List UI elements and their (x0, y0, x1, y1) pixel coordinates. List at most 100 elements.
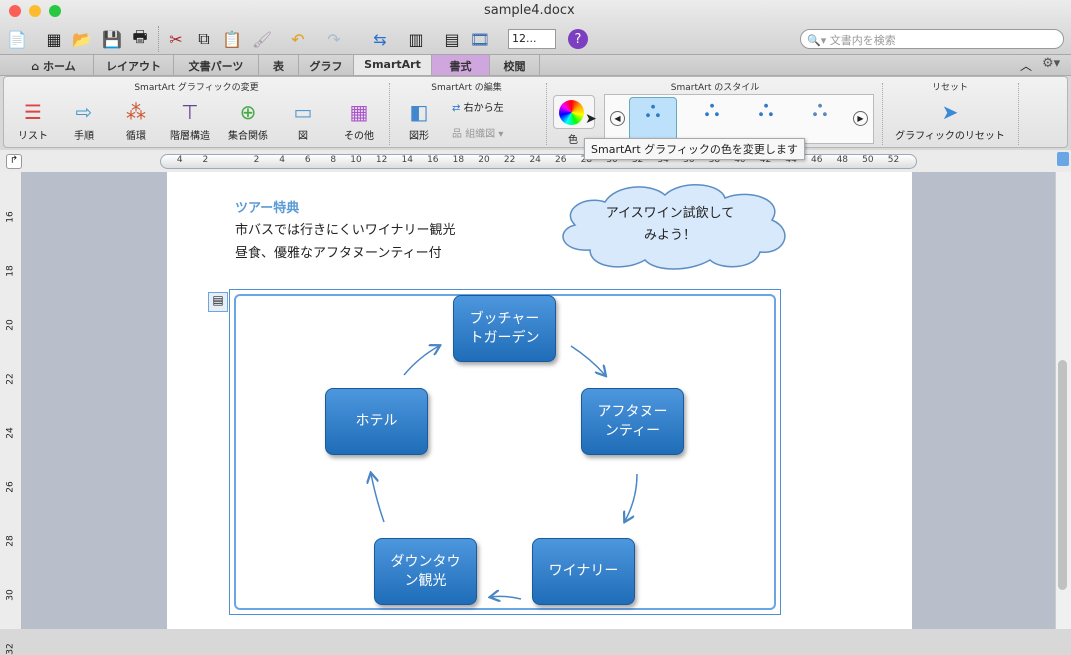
paste-icon[interactable]: 📋 (222, 29, 242, 49)
format-painter-icon[interactable]: 🖌 (251, 29, 273, 49)
ruler-tick-label: 30 (606, 155, 618, 165)
paragraph-marks-icon[interactable]: ⇆ (373, 29, 387, 49)
close-button[interactable] (9, 5, 21, 17)
layout-process-button[interactable]: ⇨手順 (58, 97, 110, 142)
group-title: SmartArt のスタイル (670, 83, 760, 93)
color-label: 色 (568, 135, 578, 146)
ruler-tick-label: 14 (401, 155, 413, 165)
redo-icon[interactable]: ↷ (327, 29, 341, 49)
body-line: 市バスでは行きにくいワイナリー観光 (235, 223, 456, 238)
minimize-button[interactable] (29, 5, 41, 17)
tab-stop-selector[interactable]: ↱ (6, 154, 22, 169)
other-icon: ▦ (349, 100, 369, 124)
help-icon[interactable]: ? (568, 29, 588, 49)
search-icon: 🔍▾ (807, 34, 830, 47)
layout-hierarchy-button[interactable]: ⊤階層構造 (162, 97, 218, 142)
ruler-tick-label: 12 (375, 155, 388, 165)
ruler-tick-label: 20 (478, 155, 490, 165)
tab-smartart[interactable]: SmartArt (354, 55, 432, 75)
ruler-tick-label: 26 (555, 155, 567, 165)
cycle-icon: ⁂ (126, 100, 146, 124)
ruler-tick-label: 26 (5, 481, 16, 493)
layout-picture-button[interactable]: ▭図 (278, 97, 328, 142)
ruler-tick-label: 38 (708, 155, 721, 165)
ruler-tick-label: 52 (887, 155, 900, 165)
ribbon: SmartArt グラフィックの変更 ☰リスト ⇨手順 ⁂循環 ⊤階層構造 ⊕集… (3, 76, 1068, 148)
tab-document-parts[interactable]: 文書パーツ (174, 55, 259, 75)
ruler-tick-label: 22 (5, 373, 16, 385)
tab-home[interactable]: ⌂ ホーム (14, 55, 94, 75)
tab-chart[interactable]: グラフ (299, 55, 354, 75)
layout-list-button[interactable]: ☰リスト (8, 97, 58, 142)
ruler-tick-label: 8 (330, 155, 337, 165)
layout-cycle-button[interactable]: ⁂循環 (110, 97, 162, 142)
print-icon[interactable]: 🖶 (132, 26, 148, 46)
style-option-1[interactable]: ⛬ (629, 97, 677, 141)
layout-relationship-button[interactable]: ⊕集合関係 (218, 97, 278, 142)
cycle-arrows (229, 289, 638, 615)
ruler-tick-label: 32 (5, 643, 16, 655)
scrollbar-thumb[interactable] (1058, 360, 1067, 590)
cycle-node[interactable]: ダウンタウ ン観光 (374, 538, 477, 605)
tab-table[interactable]: 表 (259, 55, 299, 75)
ruler-tick-label: 24 (5, 427, 16, 439)
style-option-2[interactable]: ⛬ (704, 97, 720, 122)
ruler-tick-label: 18 (5, 265, 16, 277)
shape-button[interactable]: ◧図形 (394, 97, 444, 142)
cycle-node[interactable]: ワイナリー (532, 538, 635, 605)
relationship-icon: ⊕ (239, 100, 257, 124)
group-title: SmartArt グラフィックの変更 (134, 83, 259, 93)
ribbon-tabs: ⌂ ホーム レイアウト 文書パーツ 表 グラフ SmartArt 書式 校閲 (0, 55, 1071, 76)
undo-icon[interactable]: ↶ (291, 29, 305, 49)
picture-icon: ▭ (293, 100, 313, 124)
gallery-next-icon[interactable]: ▶ (853, 111, 868, 126)
copy-icon[interactable]: ⧉ (198, 29, 210, 48)
layout-other-button[interactable]: ▦その他 (330, 97, 388, 142)
toolbox-icon[interactable]: ▤ (444, 29, 460, 49)
org-chart-button[interactable]: 品 組織図 ▾ (452, 129, 504, 140)
search-input[interactable]: 🔍▾ 文書内を検索 (800, 29, 1064, 49)
zoom-button[interactable] (49, 5, 61, 17)
collapse-ribbon-icon[interactable]: ︿ (1020, 59, 1033, 73)
style-option-4[interactable]: ⛬ (812, 97, 828, 122)
cycle-node[interactable]: ブッチャー トガーデン (453, 295, 556, 362)
ruler-tick-label: 48 (836, 155, 849, 165)
cycle-node[interactable]: ホテル (325, 388, 428, 455)
zoom-select[interactable]: 12... (508, 29, 556, 49)
right-to-left-button[interactable]: ⇄ 右から左 (452, 103, 504, 114)
sidebar-icon[interactable]: ▥ (408, 29, 424, 49)
ruler-tick-label: 24 (529, 155, 541, 165)
tab-layout[interactable]: レイアウト (94, 55, 174, 75)
ruler-tick-label: 22 (503, 155, 516, 165)
open-icon[interactable]: 📂 (72, 29, 92, 49)
color-button[interactable] (553, 95, 595, 129)
smartart-frame[interactable] (229, 289, 781, 615)
gallery-prev-icon[interactable]: ◀ (610, 111, 625, 126)
ruler-toggle-icon[interactable] (1057, 152, 1069, 166)
ruler-tick-label: 28 (580, 155, 593, 165)
cloud-text: アイスワイン試飲して みよう！ (605, 206, 735, 243)
ruler-tick-label: 30 (5, 589, 16, 601)
tab-review[interactable]: 校閲 (490, 55, 540, 75)
divider (158, 26, 159, 52)
save-icon[interactable]: 💾 (102, 29, 122, 49)
tooltip: SmartArt グラフィックの色を変更します (584, 138, 805, 160)
ruler-tick-label: 18 (452, 155, 465, 165)
ruler-tick-label: 4 (279, 155, 285, 165)
reset-graphic-button[interactable]: ➤グラフィックのリセット (882, 97, 1018, 142)
cut-icon[interactable]: ✂ (169, 29, 183, 49)
org-chart-icon: 品 (452, 129, 462, 140)
cycle-node[interactable]: アフタヌー ンティー (581, 388, 684, 455)
new-document-icon[interactable]: 📄 (7, 29, 27, 49)
media-browser-icon[interactable]: 🎞 (469, 29, 491, 49)
ruler-tick-label: 36 (683, 155, 695, 165)
style-option-3[interactable]: ⛬ (758, 97, 774, 122)
gear-icon[interactable]: ⚙▾ (1042, 56, 1061, 71)
window-title: sample4.docx (484, 3, 575, 18)
reset-icon: ➤ (941, 100, 959, 124)
text-pane-toggle-icon[interactable]: ▤ (208, 292, 228, 312)
ruler-tick-label: 28 (5, 535, 16, 547)
tab-format[interactable]: 書式 (432, 55, 490, 75)
cloud-callout[interactable] (550, 180, 795, 270)
gallery-icon[interactable]: ▦ (46, 29, 62, 49)
